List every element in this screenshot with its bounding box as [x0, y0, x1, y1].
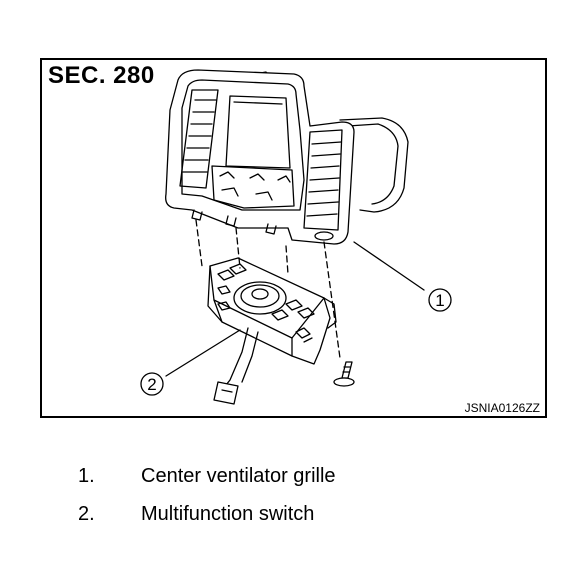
- legend-text: Center ventilator grille: [141, 465, 336, 487]
- callout-1: 1: [428, 288, 452, 312]
- legend-number: 1.: [78, 465, 95, 487]
- figure-code: JSNIA0126ZZ: [464, 401, 540, 415]
- callout-1-number: 1: [435, 291, 444, 310]
- center-ventilator-grille-part: [165, 69, 409, 245]
- callout-2-leader: [165, 329, 241, 377]
- exploded-view-drawing: 1 2: [140, 69, 452, 405]
- legend-text: Multifunction switch: [141, 503, 315, 525]
- screw-part: [333, 361, 355, 387]
- multifunction-switch-part: [207, 257, 337, 405]
- diagram-figure: SEC. 280: [40, 58, 547, 418]
- callout-2-number: 2: [147, 375, 156, 394]
- section-label: SEC. 280: [48, 62, 155, 89]
- legend-number: 2.: [78, 503, 95, 525]
- alignment-lines: [195, 219, 341, 359]
- callout-1-leader: [353, 241, 425, 291]
- callout-2: 2: [140, 372, 164, 396]
